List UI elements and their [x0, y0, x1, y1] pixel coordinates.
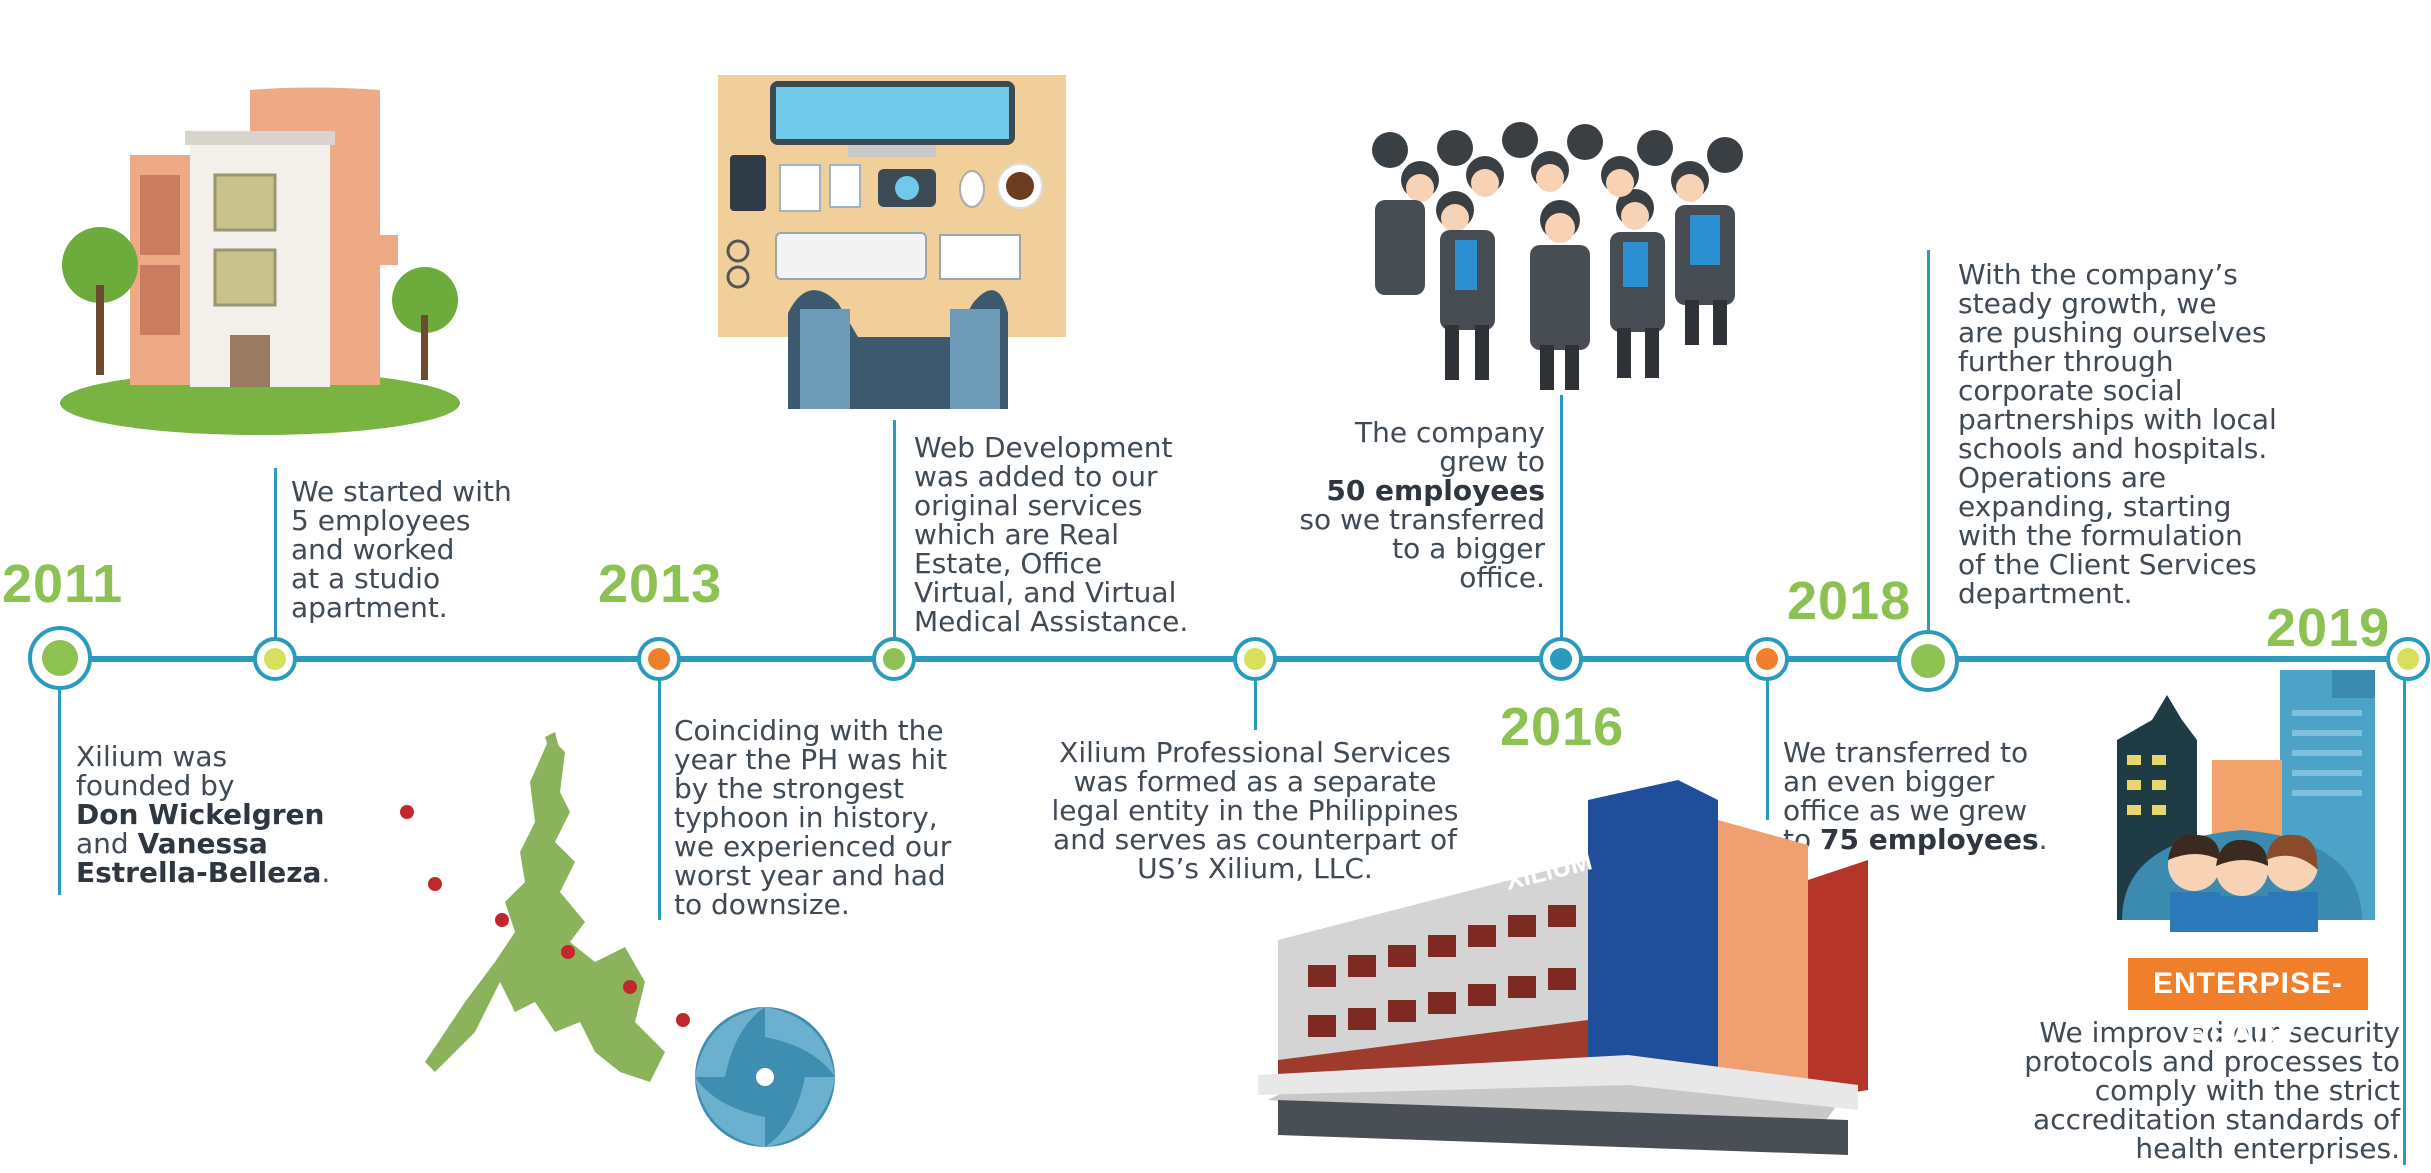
text-line: . — [321, 856, 331, 889]
office-building-illustration: XILIUM — [1258, 780, 1868, 1155]
text-line: of the Client Services — [1958, 548, 2257, 581]
text-line: and worked — [291, 533, 455, 566]
milestone-text-csr: With the company’s steady growth, we are… — [1958, 260, 2277, 608]
year-label-2018: 2018 — [1787, 571, 1912, 631]
milestone-text-founded: Xilium was founded by Don Wickelgren and… — [76, 742, 330, 887]
text-line: year the PH was hit — [674, 743, 948, 776]
timeline-node-2018 — [1897, 630, 1959, 692]
text-line: corporate social — [1958, 374, 2183, 407]
text-line: founded by — [76, 769, 235, 802]
text-line: original services — [914, 489, 1143, 522]
text-line: protocols and processes to — [2024, 1045, 2400, 1078]
text-line: and serves as counterpart of — [1053, 823, 1457, 856]
text-line: The company — [1354, 416, 1545, 449]
text-line: comply with the strict — [2094, 1074, 2400, 1107]
text-line: US’s Xilium, LLC. — [1137, 852, 1373, 885]
text-line: typhoon in history, — [674, 801, 938, 834]
founder-name: Estrella-Belleza — [76, 856, 322, 889]
apartment-building-illustration — [60, 87, 460, 435]
text-line: steady growth, we — [1958, 287, 2217, 320]
founder-name: Vanessa — [137, 827, 268, 860]
text-line: office as we grew — [1783, 794, 2028, 827]
milestone-text-typhoon: Coinciding with the year the PH was hit … — [674, 716, 951, 919]
milestone-text-start: We started with 5 employees and worked a… — [291, 477, 512, 622]
text-line: Coinciding with the — [674, 714, 944, 747]
text-line: Web Development — [914, 431, 1173, 464]
timeline-node — [1233, 637, 1277, 681]
text-line: We transferred to — [1783, 736, 2029, 769]
timeline-node — [1745, 637, 1789, 681]
text-line: legal entity in the Philippines — [1051, 794, 1459, 827]
text-line: we experienced our — [674, 830, 952, 863]
timeline-node-2016 — [1539, 637, 1583, 681]
text-line: by the strongest — [674, 772, 905, 805]
timeline-node-2013 — [637, 637, 681, 681]
text-line: an even bigger — [1783, 765, 1995, 798]
timeline-node-2011 — [28, 626, 92, 690]
connector-line — [1560, 395, 1563, 638]
text-line: expanding, starting — [1958, 490, 2232, 523]
text-line: partnerships with local — [1958, 403, 2277, 436]
workspace-desk-illustration — [718, 75, 1066, 409]
text-line: with the formulation — [1958, 519, 2243, 552]
text-line: schools and hospitals. — [1958, 432, 2268, 465]
text-line: Medical Assistance. — [914, 605, 1189, 638]
text-line: and — [76, 827, 129, 860]
founder-name: Don Wickelgren — [76, 798, 325, 831]
text-line: With the company’s — [1958, 258, 2238, 291]
milestone-text-entity: Xilium Professional Services was formed … — [1040, 738, 1470, 883]
enterprise-team-illustration — [2117, 670, 2375, 932]
year-label-2016: 2016 — [1500, 697, 1625, 757]
text-line: was added to our — [914, 460, 1158, 493]
text-line: are pushing ourselves — [1958, 316, 2267, 349]
year-label-2019: 2019 — [2266, 598, 2391, 658]
year-label-2013: 2013 — [598, 554, 723, 614]
connector-line — [1766, 680, 1769, 820]
milestone-text-webdev: Web Development was added to our origina… — [914, 433, 1188, 636]
text-line: Xilium Professional Services — [1059, 736, 1451, 769]
timeline-node-2019 — [2386, 637, 2430, 681]
text-line: We started with — [291, 475, 512, 508]
text-line: Operations are — [1958, 461, 2167, 494]
text-line: office. — [1459, 561, 1545, 594]
text-line: to a bigger — [1392, 532, 1545, 565]
text-line: at a studio — [291, 562, 441, 595]
text-line: to downsize. — [674, 888, 850, 921]
milestone-text-security: We improved our security protocols and p… — [1960, 1018, 2400, 1163]
text-line: health enterprises. — [2135, 1132, 2400, 1165]
milestone-text-75-employees: We transferred to an even bigger office … — [1783, 738, 2048, 854]
text-line: apartment. — [291, 591, 448, 624]
text-line: further through — [1958, 345, 2174, 378]
milestone-text-50-employees: The company grew to 50 employees so we t… — [1250, 418, 1545, 592]
employees-group-illustration — [1372, 122, 1743, 390]
text-line: 5 employees — [291, 504, 471, 537]
timeline-node — [253, 637, 297, 681]
connector-line — [893, 420, 896, 638]
philippines-map-illustration — [400, 732, 835, 1147]
text-line: Xilium was — [76, 740, 228, 773]
text-line: which are Real — [914, 518, 1120, 551]
text-line: We improved our security — [2039, 1016, 2400, 1049]
connector-line — [274, 468, 277, 638]
text-line: Virtual, and Virtual — [914, 576, 1177, 609]
employee-count: 75 employees — [1820, 823, 2039, 856]
text-line: Estate, Office — [914, 547, 1103, 580]
connector-line — [658, 680, 661, 920]
text-line: grew to — [1439, 445, 1545, 478]
employee-count: 50 employees — [1326, 474, 1545, 507]
text-line: was formed as a separate — [1073, 765, 1437, 798]
text-line: department. — [1958, 577, 2133, 610]
text-line: worst year and had — [674, 859, 946, 892]
text-line: so we transferred — [1299, 503, 1545, 536]
connector-line — [2403, 680, 2406, 1165]
connector-line — [58, 690, 61, 895]
timeline-node — [872, 637, 916, 681]
text-line: . — [2038, 823, 2048, 856]
text-line: accreditation standards of — [2033, 1103, 2400, 1136]
year-label-2011: 2011 — [2, 554, 124, 614]
connector-line — [1927, 250, 1930, 632]
enterprise-ready-badge: ENTERPISE-READY! — [2128, 958, 2368, 1052]
connector-line — [1254, 680, 1257, 730]
